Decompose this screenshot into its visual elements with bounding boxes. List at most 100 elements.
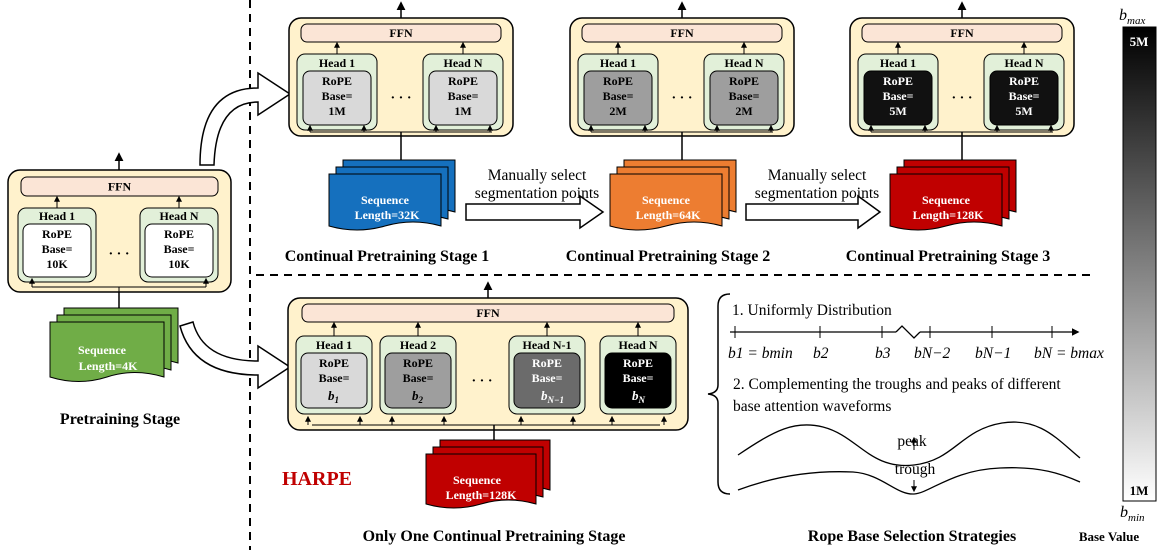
ffn-label: FFN <box>476 306 500 320</box>
peak-label: peak <box>897 433 927 450</box>
base-symbol: b1 <box>328 388 339 405</box>
trough-label: trough <box>895 461 936 478</box>
sequence-stack: Sequence Length=128K <box>425 439 551 509</box>
base-label: Base= <box>623 371 654 385</box>
rope-label: RoPE <box>883 74 913 88</box>
sequence-label: Sequence <box>78 343 127 357</box>
strategy-2-label: 2. Complementing the troughs and peaks o… <box>733 376 1061 393</box>
axis-label: bN−2 <box>914 345 951 362</box>
base-label: Base= <box>1009 89 1040 103</box>
head-label: Head 1 <box>39 209 75 223</box>
stage-label: Continual Pretraining Stage 2 <box>566 248 771 265</box>
rope-label: RoPE <box>42 227 72 241</box>
base-value: 10K <box>46 257 68 271</box>
pretraining-block: FFN Head 1 RoPE Base= 10K · · · Head N R… <box>7 152 232 428</box>
transition-line2: segmentation points <box>755 185 879 202</box>
rope-label: RoPE <box>403 356 433 370</box>
rope-label: RoPE <box>1009 74 1039 88</box>
base-label: Base= <box>532 371 563 385</box>
head-label: Head 2 <box>400 338 436 352</box>
rope-label: RoPE <box>319 356 349 370</box>
sequence-label: Sequence <box>922 193 971 207</box>
head-label: Head 1 <box>880 56 916 70</box>
ellipsis: · · · <box>471 374 492 389</box>
transition-2: Manually select segmentation points <box>745 167 882 230</box>
harpe-title: HARPE <box>282 468 352 490</box>
ellipsis: · · · <box>951 91 972 106</box>
curved-arrow-down <box>179 321 292 390</box>
brace <box>707 293 731 495</box>
ellipsis: · · · <box>390 91 411 106</box>
colorbar-title: Base Value <box>1079 529 1140 544</box>
ffn-label: FFN <box>950 26 974 40</box>
base-value: 2M <box>609 104 626 118</box>
strategy-2-label-cont: base attention waveforms <box>733 398 891 415</box>
strategy-1-label: 1. Uniformly Distribution <box>732 302 892 319</box>
head-label: Head N <box>725 56 764 70</box>
ffn-bar <box>300 23 502 43</box>
head-label: Head N <box>1005 56 1044 70</box>
base-label: Base= <box>603 89 634 103</box>
sequence-label: Sequence <box>642 193 691 207</box>
base-label: Base= <box>319 371 350 385</box>
rope-label: RoPE <box>532 356 562 370</box>
base-value: 1M <box>454 104 471 118</box>
ffn-label: FFN <box>389 26 413 40</box>
rope-label: RoPE <box>729 74 759 88</box>
base-symbol: bN−1 <box>541 388 564 405</box>
head-label: Head N <box>444 56 483 70</box>
ffn-label: FFN <box>670 26 694 40</box>
base-symbol: bN <box>632 388 646 405</box>
axis-label: bN−1 <box>975 345 1011 362</box>
stage-label: Only One Continual Pretraining Stage <box>363 528 626 545</box>
axis-label: b2 <box>813 345 829 362</box>
ellipsis: · · · <box>671 91 692 106</box>
stage-label: Continual Pretraining Stage 3 <box>846 248 1051 265</box>
base-symbol: b2 <box>412 388 424 405</box>
sequence-length: Length=32K <box>355 208 421 222</box>
bmin-label: bmin <box>1120 504 1145 524</box>
colorbar-bottom-value: 1M <box>1130 483 1149 498</box>
ffn-label: FFN <box>108 180 132 194</box>
sequence-label: Sequence <box>361 193 410 207</box>
rope-label: RoPE <box>448 74 478 88</box>
block-arrow <box>745 194 882 230</box>
bmax-label: bmax <box>1119 7 1145 27</box>
base-label: Base= <box>883 89 914 103</box>
ellipsis: · · · <box>108 247 129 262</box>
stage-label: Pretraining Stage <box>60 411 180 428</box>
base-label: Base= <box>729 89 760 103</box>
waveform-1 <box>737 421 1081 467</box>
rope-label: RoPE <box>164 227 194 241</box>
base-value: 10K <box>168 257 190 271</box>
base-label: Base= <box>322 89 353 103</box>
ffn-bar <box>301 303 675 323</box>
sequence-length: Length=128K <box>446 488 518 502</box>
sequence-length: Length=4K <box>79 359 139 373</box>
axis-label: b3 <box>875 345 891 362</box>
strategies-title: Rope Base Selection Strategies <box>808 528 1016 545</box>
ffn-bar <box>581 23 783 43</box>
sequence-stack: Sequence Length=4K <box>49 307 179 382</box>
head-label: Head 1 <box>316 338 352 352</box>
head-label: Head N-1 <box>523 338 572 352</box>
base-value: 5M <box>1015 104 1032 118</box>
sequence-length: Length=128K <box>913 208 985 222</box>
base-value: 5M <box>889 104 906 118</box>
sequence-length: Length=64K <box>636 208 702 222</box>
base-label: Base= <box>164 242 195 256</box>
head-label: Head 1 <box>600 56 636 70</box>
transition-line1: Manually select <box>488 167 587 184</box>
stage-label: Continual Pretraining Stage 1 <box>285 248 490 265</box>
